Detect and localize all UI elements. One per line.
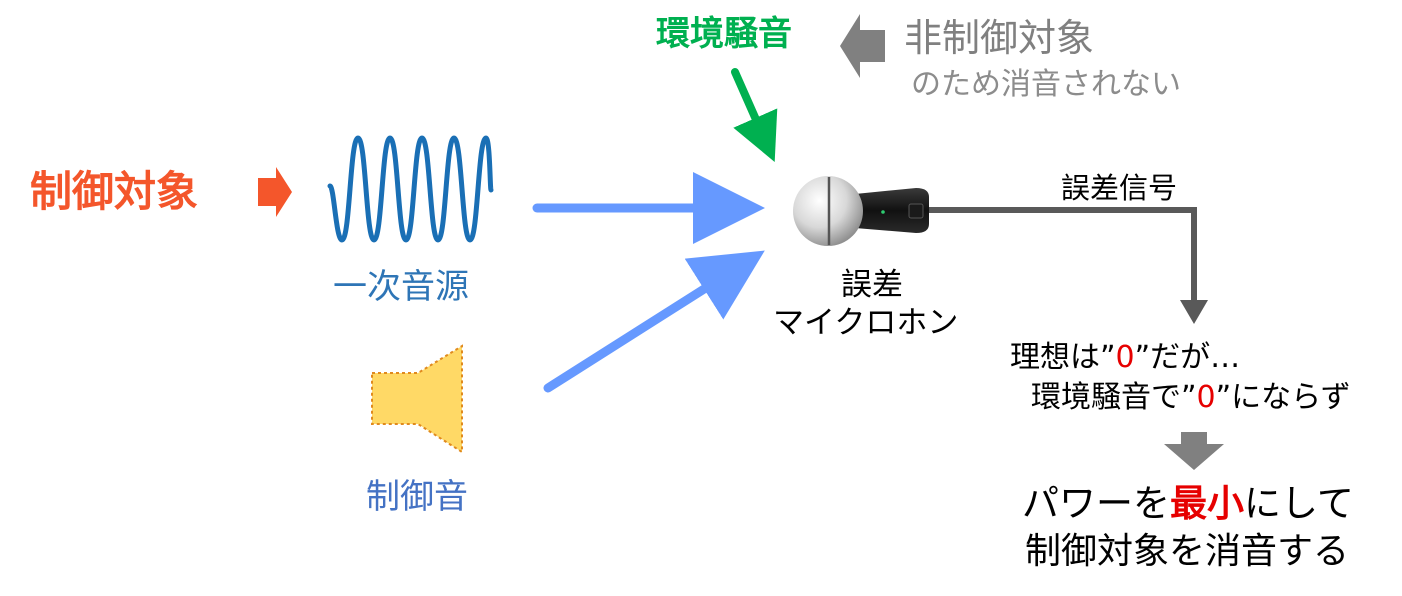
ideal-note-line2: 環境騒音で”0”にならず xyxy=(1031,383,1351,413)
conclusion-line2: 制御対象を消音する xyxy=(1025,531,1350,572)
error-signal-line xyxy=(916,207,1197,312)
microphone-icon xyxy=(793,176,929,246)
ambient-noise-arrow xyxy=(731,68,778,162)
non-target-subtitle: のため消音されない xyxy=(911,67,1181,102)
non-target-title: 非制御対象 xyxy=(904,16,1095,60)
ideal-note-line2-zero: 0 xyxy=(1196,380,1216,415)
ideal-note-line1-b: ”だが… xyxy=(1134,340,1241,375)
error-mic-label-line1: 誤差 xyxy=(841,267,903,303)
left-arrow-icon xyxy=(840,14,885,78)
ideal-note-line1: 理想は”0”だが… xyxy=(1010,343,1240,373)
down-arrow-icon xyxy=(1164,432,1224,470)
ideal-note-line1-zero: 0 xyxy=(1115,340,1135,375)
conclusion-line1: パワーを最小にして xyxy=(1022,485,1354,522)
sine-wave-icon xyxy=(327,135,494,243)
conclusion-line1-b: にして xyxy=(1244,482,1354,525)
error-signal-arrowhead xyxy=(1180,300,1208,324)
error-signal-label: 誤差信号 xyxy=(1061,171,1178,205)
ideal-note-line2-b: ”にならず xyxy=(1215,380,1351,415)
control-sound-arrow xyxy=(543,250,765,393)
conclusion-line1-a: パワーを xyxy=(1022,482,1170,525)
speaker-icon xyxy=(371,344,463,454)
primary-source-label: 一次音源 xyxy=(333,267,469,307)
conclusion-emphasis: 最小 xyxy=(1170,482,1244,525)
control-target-label: 制御対象 xyxy=(30,167,199,216)
ambient-noise-label: 環境騒音 xyxy=(656,14,792,54)
ideal-note-line2-a: 環境騒音で” xyxy=(1031,380,1197,415)
ideal-note-line1-a: 理想は” xyxy=(1010,340,1116,375)
right-arrow-icon xyxy=(258,167,292,217)
control-sound-label: 制御音 xyxy=(366,477,468,517)
error-mic-label-line2: マイクロホン xyxy=(773,305,959,341)
